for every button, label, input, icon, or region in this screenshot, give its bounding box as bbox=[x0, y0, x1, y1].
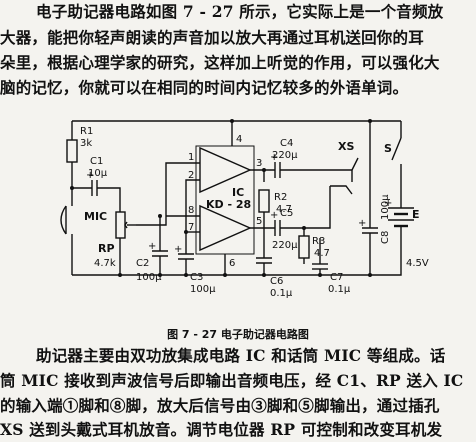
label-rp: RP bbox=[98, 242, 115, 255]
resistor-r3 bbox=[298, 235, 310, 259]
svg-text:+: + bbox=[148, 241, 156, 252]
label-r2-value: 4.7 bbox=[276, 204, 292, 215]
svg-text:+: + bbox=[86, 170, 94, 181]
label-r3: R3 bbox=[312, 236, 325, 247]
label-c1: C1 bbox=[90, 156, 103, 167]
label-ic-model: KD - 28 bbox=[206, 198, 251, 211]
label-pin-3: 3 bbox=[256, 158, 262, 169]
label-c4: C4 bbox=[280, 138, 293, 149]
intro-line-2: 大器，能把你轻声朗读的声音加以放大再通过耳机送回你的耳 bbox=[0, 28, 424, 47]
label-mic: MIC bbox=[84, 210, 107, 223]
label-c3-value: 100μ bbox=[190, 284, 216, 295]
microphone-mic bbox=[60, 205, 67, 235]
label-c6-value: 0.1μ bbox=[270, 288, 293, 299]
label-c5-value: 220μ bbox=[272, 240, 298, 251]
label-c4-value: 220μ bbox=[272, 150, 298, 161]
label-c6: C6 bbox=[270, 276, 283, 287]
label-c1-value: 10μ bbox=[88, 168, 108, 179]
capacitor-c5 bbox=[274, 220, 281, 236]
label-c7-value: 0.1μ bbox=[328, 284, 351, 295]
label-e-value: 4.5V bbox=[406, 258, 429, 269]
label-r3-value: 4.7 bbox=[314, 248, 330, 259]
label-xs: XS bbox=[338, 140, 354, 153]
label-pin-2: 2 bbox=[188, 170, 194, 181]
label-pin-7: 7 bbox=[188, 222, 194, 233]
body-line-2: 筒 MIC 接收到声波信号后即输出音频电压，经 C1、RP 送入 IC bbox=[0, 371, 464, 390]
body-line-4: XS 送到头戴式耳机放音。调节电位器 RP 可控制和改变耳机发 bbox=[0, 420, 443, 439]
intro-line-3: 朵里，根据心理学家的研究，这样加上听觉的作用，可以强化大 bbox=[0, 53, 440, 72]
label-c3: C3 bbox=[190, 272, 203, 283]
label-c8-value: 100μ bbox=[380, 194, 391, 220]
switch-s bbox=[391, 137, 402, 161]
label-pin-5: 5 bbox=[256, 216, 262, 227]
label-c2-value: 100μ bbox=[136, 272, 162, 283]
label-c7: C7 bbox=[330, 272, 343, 283]
svg-text:+: + bbox=[174, 244, 182, 255]
label-e: E bbox=[412, 208, 420, 221]
label-pin-4: 4 bbox=[236, 134, 242, 145]
label-c8: C8 bbox=[380, 231, 391, 244]
label-r2: R2 bbox=[274, 192, 287, 203]
label-pin-6: 6 bbox=[229, 258, 235, 269]
svg-text:+: + bbox=[270, 152, 278, 163]
resistor-r2 bbox=[258, 189, 270, 213]
label-ic: IC bbox=[232, 186, 244, 199]
jack-xs bbox=[340, 169, 353, 182]
label-pin-1: 1 bbox=[188, 152, 194, 163]
capacitor-c1 bbox=[91, 180, 98, 196]
resistor-r1 bbox=[66, 139, 78, 163]
body-line-3: 的输入端①脚和⑧脚，放大后信号由③脚和⑤脚输出，通过插孔 bbox=[0, 396, 440, 415]
svg-text:+: + bbox=[358, 218, 366, 229]
ic-amplifier-lower bbox=[199, 204, 252, 252]
label-c5: C5 bbox=[280, 208, 293, 219]
intro-line-4: 脑的记忆，你就可以在相同的时间内记忆较多的外语单词。 bbox=[0, 78, 409, 97]
capacitor-c4 bbox=[274, 162, 281, 178]
label-r1: R1 bbox=[80, 126, 93, 137]
svg-text:+: + bbox=[270, 210, 278, 221]
label-r1-value: 3k bbox=[80, 138, 92, 149]
intro-line-1: 电子助记器电路如图 7 - 27 所示，它实际上是一个音频放 bbox=[36, 2, 444, 21]
capacitor-c6 bbox=[256, 257, 272, 264]
label-s: S bbox=[384, 142, 392, 155]
label-pin-8: 8 bbox=[188, 205, 194, 216]
label-rp-value: 4.7k bbox=[94, 258, 116, 269]
svg-text:+: + bbox=[384, 198, 392, 209]
figure-caption: 图 7 - 27 电子助记器电路图 bbox=[167, 328, 309, 341]
label-c2: C2 bbox=[136, 258, 149, 269]
ic-amplifier-upper bbox=[199, 146, 252, 194]
body-line-1: 助记器主要由双功放集成电路 IC 和话筒 MIC 等组成。话 bbox=[36, 346, 446, 365]
circuit-schematic: + + + + + + + R1 3k C1 10μ MIC RP 4.7k C… bbox=[60, 119, 429, 299]
potentiometer-rp bbox=[115, 211, 126, 239]
